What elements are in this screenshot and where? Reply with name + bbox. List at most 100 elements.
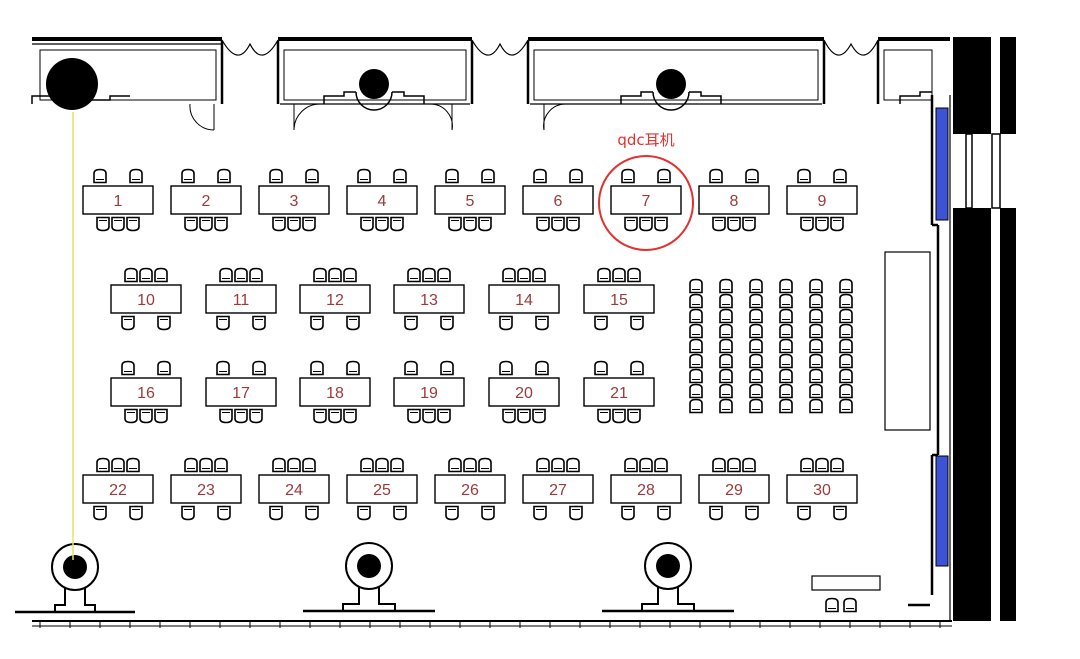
table-top bbox=[434, 185, 506, 215]
chair bbox=[809, 398, 823, 414]
table-label: 8 bbox=[730, 193, 739, 210]
chair bbox=[839, 368, 853, 384]
chair bbox=[727, 457, 741, 473]
table-top bbox=[258, 474, 330, 504]
chair bbox=[779, 353, 793, 369]
door-swing bbox=[293, 103, 321, 131]
chair bbox=[624, 216, 638, 232]
chair bbox=[305, 168, 319, 184]
table-label: 24 bbox=[285, 482, 303, 499]
door-swing bbox=[189, 103, 215, 131]
table-17: 17 bbox=[205, 360, 277, 424]
chair bbox=[502, 267, 516, 283]
annotation-layer: qdc耳机 bbox=[598, 131, 694, 251]
chair bbox=[719, 368, 733, 384]
wall-rect bbox=[878, 37, 950, 41]
chair bbox=[839, 278, 853, 294]
chair bbox=[749, 323, 763, 339]
table-top bbox=[170, 185, 242, 215]
chair bbox=[830, 457, 844, 473]
chair bbox=[124, 408, 138, 424]
chair bbox=[627, 408, 641, 424]
chair bbox=[478, 216, 492, 232]
chair bbox=[630, 360, 644, 376]
table-label: 13 bbox=[420, 292, 438, 309]
chair bbox=[96, 216, 110, 232]
chair bbox=[154, 267, 168, 283]
chair bbox=[654, 457, 668, 473]
table-top bbox=[299, 284, 371, 314]
chair bbox=[657, 505, 671, 521]
chair bbox=[407, 408, 421, 424]
chair bbox=[833, 505, 847, 521]
chair bbox=[343, 267, 357, 283]
alcove-step bbox=[620, 91, 653, 104]
door-swing bbox=[429, 103, 453, 131]
chair bbox=[551, 457, 565, 473]
table-26: 26 bbox=[434, 457, 506, 521]
chair bbox=[139, 267, 153, 283]
chair bbox=[624, 457, 638, 473]
chair bbox=[181, 505, 195, 521]
chair bbox=[129, 505, 143, 521]
table-9: 9 bbox=[786, 168, 858, 232]
chair bbox=[749, 308, 763, 324]
table-label: 28 bbox=[637, 482, 655, 499]
table-2: 2 bbox=[170, 168, 242, 232]
door-swing bbox=[823, 39, 879, 56]
chair bbox=[569, 168, 583, 184]
door-swing bbox=[221, 39, 279, 56]
chair bbox=[517, 267, 531, 283]
chair bbox=[809, 353, 823, 369]
chair bbox=[815, 457, 829, 473]
chair bbox=[551, 216, 565, 232]
table-label: 9 bbox=[818, 193, 827, 210]
chair bbox=[779, 308, 793, 324]
door-swing bbox=[543, 103, 567, 131]
table-top bbox=[82, 185, 154, 215]
table-label: 20 bbox=[515, 385, 533, 402]
chair bbox=[797, 168, 811, 184]
table-top bbox=[522, 474, 594, 504]
chair bbox=[404, 315, 418, 331]
table-14: 14 bbox=[488, 267, 560, 331]
table-top bbox=[434, 474, 506, 504]
table-16: 16 bbox=[110, 360, 182, 424]
chair bbox=[719, 323, 733, 339]
chair bbox=[343, 408, 357, 424]
chair bbox=[249, 267, 263, 283]
chair bbox=[839, 398, 853, 414]
stage bbox=[884, 251, 931, 431]
chair bbox=[745, 505, 759, 521]
chair bbox=[621, 168, 635, 184]
chair bbox=[532, 408, 546, 424]
chair bbox=[157, 360, 171, 376]
chair bbox=[154, 408, 168, 424]
table-label: 27 bbox=[549, 482, 567, 499]
wall-rect bbox=[883, 49, 933, 101]
chair bbox=[689, 368, 703, 384]
chair bbox=[536, 216, 550, 232]
table-top bbox=[299, 377, 371, 407]
alcove-arc bbox=[652, 91, 690, 111]
chair bbox=[216, 360, 230, 376]
chair bbox=[360, 216, 374, 232]
chair bbox=[657, 168, 671, 184]
chair bbox=[742, 457, 756, 473]
chair bbox=[93, 505, 107, 521]
chair bbox=[346, 360, 360, 376]
table-10: 10 bbox=[110, 267, 182, 331]
table-label: 7 bbox=[642, 193, 651, 210]
table-1: 1 bbox=[82, 168, 154, 232]
chair bbox=[535, 315, 549, 331]
chair bbox=[779, 398, 793, 414]
chair bbox=[393, 168, 407, 184]
table-30: 30 bbox=[786, 457, 858, 521]
chair bbox=[313, 408, 327, 424]
chair bbox=[797, 505, 811, 521]
chair bbox=[422, 267, 436, 283]
table-top bbox=[786, 185, 858, 215]
chair bbox=[566, 216, 580, 232]
table-top bbox=[610, 474, 682, 504]
table-label: 23 bbox=[197, 482, 215, 499]
